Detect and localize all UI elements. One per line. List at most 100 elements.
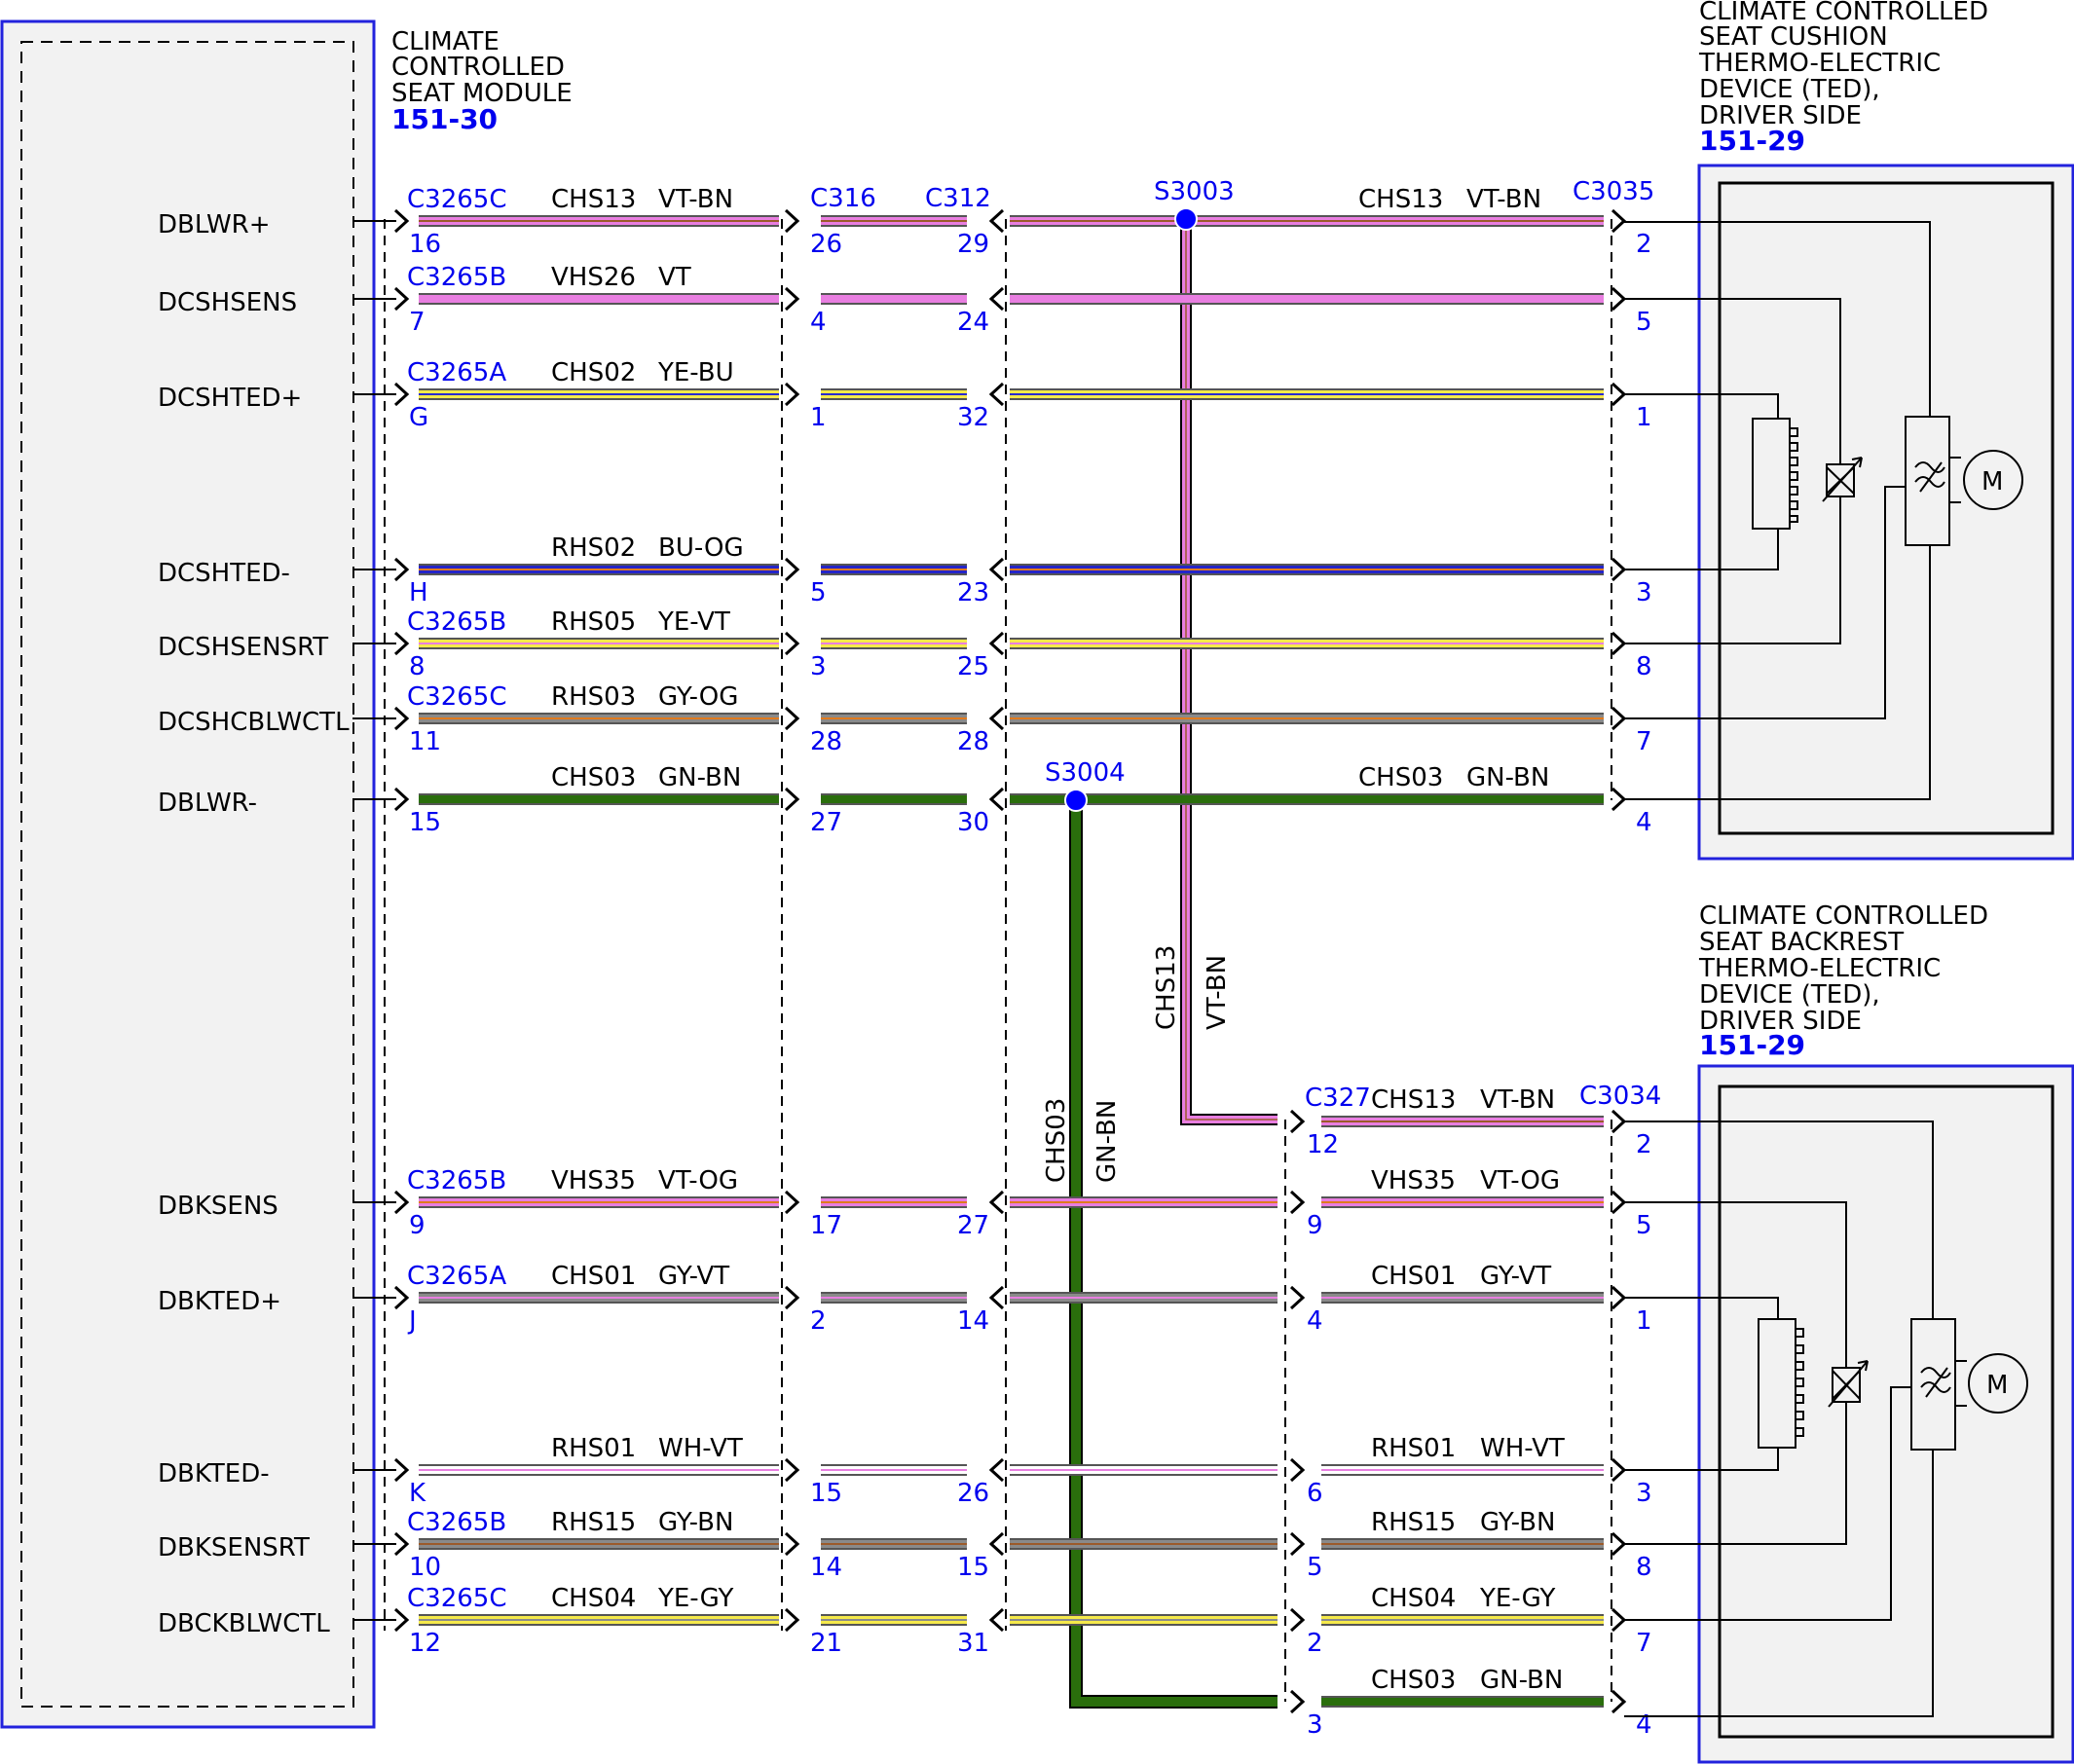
pin-module: 15 [409,808,441,837]
pin-module: 12 [409,1629,441,1658]
circuit-label: CHS03 [551,763,636,792]
pin-c312: 24 [957,308,989,337]
c316-terminal [784,286,799,312]
color-label: VT [658,263,691,292]
c3265-terminal [393,631,409,656]
circuit-label: RHS15 [551,1508,636,1537]
cushion-motor-label: M [1981,467,2003,496]
circuit-label: VHS26 [551,263,636,292]
signal-label: DBKTED- [158,1459,270,1488]
ted-terminal [1611,1689,1626,1714]
connector-id: C3265B [407,263,506,292]
s3003-branch-circuit: CHS13 [1152,945,1181,1030]
signal-label: DCSHSENS [158,288,297,317]
pin-c312: 26 [957,1479,989,1508]
connector-id: C3265B [407,1166,506,1195]
pin-ted: 3 [1636,1479,1652,1508]
pin-c312: 15 [957,1553,989,1582]
backrest-motor-label: M [1986,1371,2008,1400]
pin-c316: 4 [810,308,827,337]
right-color-label: WH-VT [1480,1434,1565,1463]
circuit-label: RHS02 [551,533,636,563]
pin-ted: 7 [1636,1629,1652,1658]
signal-label: DCSHSENSRT [158,633,328,662]
backrest-title-3: THERMO-ELECTRIC [1698,954,1941,983]
cushion-title-2: SEAT CUSHION [1699,22,1888,52]
s3004-splice-dot [1064,789,1088,812]
pin-module: 11 [409,727,441,756]
pin-ted: 7 [1636,727,1652,756]
pin-ted: 8 [1636,652,1652,681]
connector-id: C3265C [407,1584,506,1613]
ted-terminal [1611,557,1626,582]
s3003-branch-wire [1180,221,1278,1125]
c3265-terminal [393,208,409,234]
c3265-terminal [393,286,409,312]
cushion-title-5: DRIVER SIDE [1699,101,1862,130]
backrest-title-1: CLIMATE CONTROLLED [1699,901,1988,931]
ted-terminal [1611,1531,1626,1557]
color-label: GN-BN [658,763,741,792]
cushion-title-4: DEVICE (TED), [1699,75,1880,104]
circuit-label: CHS04 [551,1584,636,1613]
color-label: GY-BN [658,1508,733,1537]
signal-label: DBCKBLWCTL [158,1609,330,1638]
circuit-label: RHS01 [551,1434,636,1463]
c3265-terminal [393,382,409,407]
cushion-title-3: THERMO-ELECTRIC [1698,49,1941,78]
pin-ted: 4 [1636,808,1652,837]
module-title-1: CLIMATE [391,27,500,56]
c316-terminal [784,1285,799,1310]
c3265-terminal [393,1190,409,1215]
s3004-branch-color: GN-BN [1093,1100,1122,1183]
right-circuit-label: RHS01 [1371,1434,1456,1463]
signal-label: DBKSENSRT [158,1533,310,1562]
cushion-internals [1624,221,2023,800]
pin-c316: 15 [810,1479,842,1508]
c316-terminal [784,631,799,656]
pin-c327: 2 [1307,1629,1323,1658]
s3003-splice-dot [1174,207,1198,231]
c327-terminal [1289,1109,1305,1134]
pin-c312: 25 [957,652,989,681]
color-label: YE-VT [657,607,730,637]
ted-terminal [1611,1190,1626,1215]
pin-c316: 2 [810,1306,827,1336]
pin-c327: 12 [1307,1130,1339,1159]
pin-ted: 1 [1636,1306,1652,1336]
ted-terminal [1611,382,1626,407]
c3265-terminal [393,1457,409,1483]
right-color-label: GY-VT [1480,1262,1551,1291]
c312-terminal [989,1190,1005,1215]
right-circuit-label: CHS13 [1371,1085,1456,1115]
c316-terminal [784,208,799,234]
module-ref: 151-30 [391,103,498,135]
c316-terminal [784,1607,799,1633]
pin-c312: 23 [957,578,989,607]
connector-id: C3265C [407,682,506,712]
pin-c327: 5 [1307,1553,1323,1582]
color-label: WH-VT [658,1434,743,1463]
pin-c316: 27 [810,808,842,837]
ted-terminal [1611,208,1626,234]
pin-c312: 32 [957,403,989,432]
pin-ted: 5 [1636,1211,1652,1240]
pin-c316: 3 [810,652,827,681]
c3034-label: C3034 [1579,1082,1661,1111]
pin-module: H [409,578,428,607]
right-color-label: VT-BN [1466,185,1541,214]
pin-c316: 1 [810,403,827,432]
c3265-terminal [393,557,409,582]
connector-id: C3265C [407,185,506,214]
connector-id: C3265B [407,607,506,637]
color-label: BU-OG [658,533,744,563]
pin-module: J [407,1306,417,1336]
pin-ted: 8 [1636,1553,1652,1582]
s3003-branch-color: VT-BN [1203,955,1232,1030]
signal-label: DBLWR+ [158,210,271,239]
right-circuit-label: VHS35 [1371,1166,1456,1195]
c327-terminal [1289,1457,1305,1483]
pin-c327: 9 [1307,1211,1323,1240]
c327-terminal [1289,1607,1305,1633]
